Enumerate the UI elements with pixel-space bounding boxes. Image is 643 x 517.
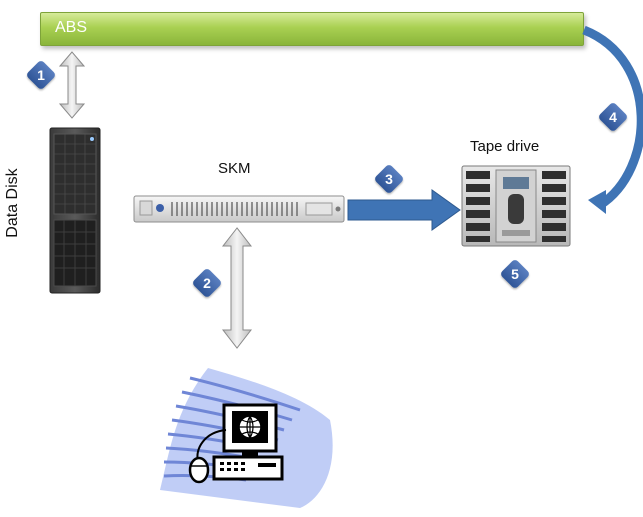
flow-arrow-skm-tape xyxy=(347,189,461,231)
tape-drive xyxy=(461,165,571,247)
step-badge-5: 5 xyxy=(499,258,531,290)
skm-server xyxy=(133,195,345,223)
step-badge-1: 1 xyxy=(25,59,57,91)
step-number: 1 xyxy=(37,67,45,83)
step-number: 4 xyxy=(609,109,617,125)
step-number: 5 xyxy=(511,266,519,282)
step-badge-4: 4 xyxy=(597,101,629,133)
curved-arrow-abs-tape xyxy=(582,25,643,214)
double-arrow-abs-disk xyxy=(58,51,86,119)
step-number: 3 xyxy=(385,171,393,187)
workstation-icon xyxy=(160,368,333,508)
double-arrow-skm-workstation xyxy=(221,227,253,349)
skm-label: SKM xyxy=(218,160,251,177)
step-badge-3: 3 xyxy=(373,163,405,195)
step-number: 2 xyxy=(203,275,211,291)
data-disk-tower xyxy=(49,127,101,294)
tape-drive-label: Tape drive xyxy=(470,138,540,155)
data-disk-label: Data Disk xyxy=(4,168,21,238)
abs-label: ABS xyxy=(55,19,88,36)
abs-bar: ABS xyxy=(40,12,584,46)
step-badge-2: 2 xyxy=(191,267,223,299)
